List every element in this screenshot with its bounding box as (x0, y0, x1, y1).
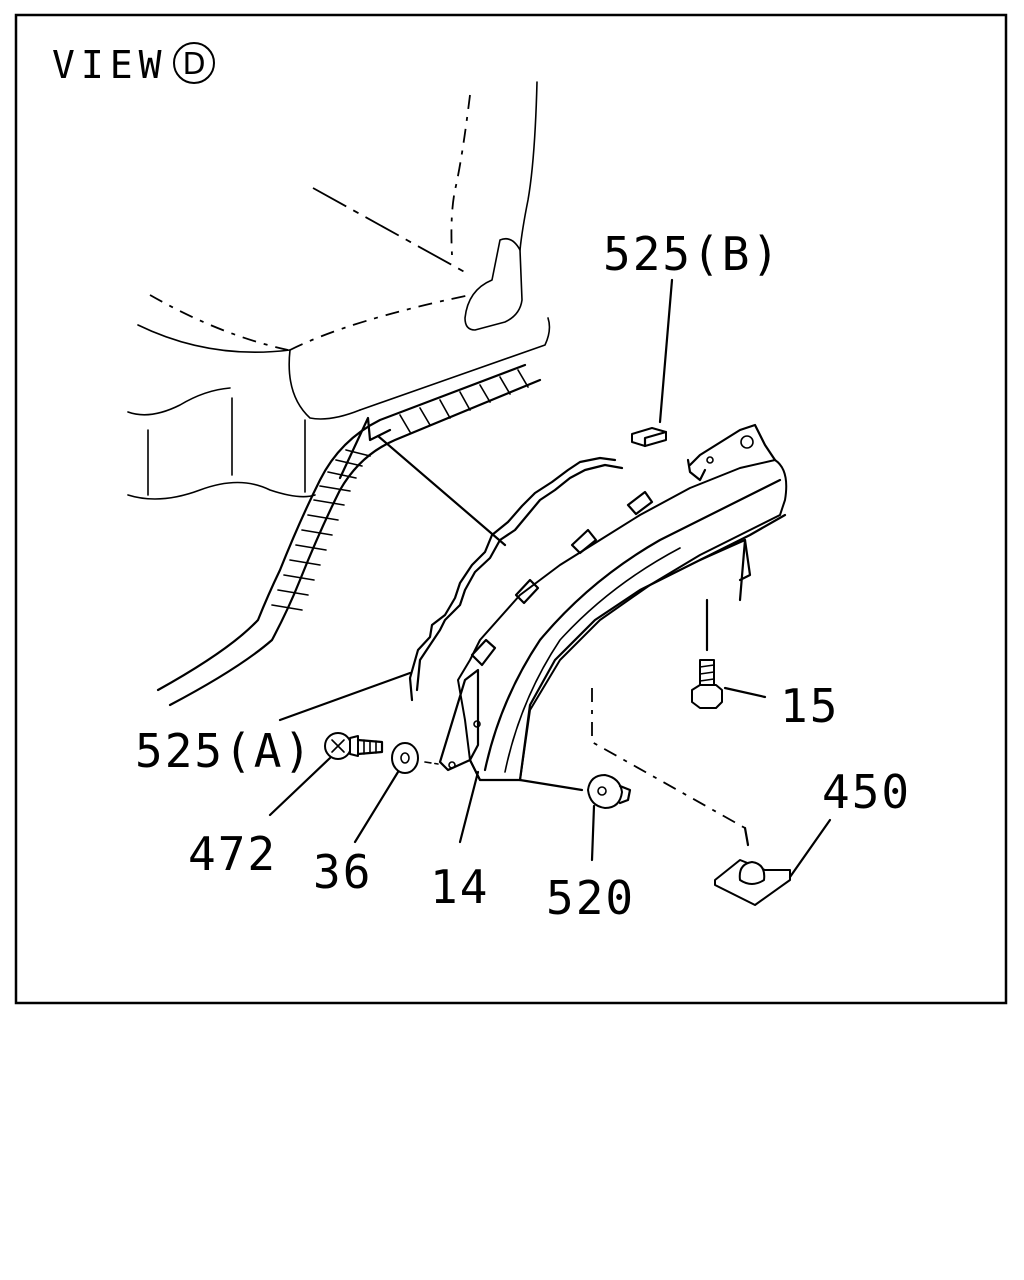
seat-outline (127, 81, 551, 500)
washer-36 (353, 742, 439, 844)
callout-450: 450 (822, 765, 911, 819)
callout-520: 520 (546, 871, 635, 925)
floor-hatch-strip (156, 363, 542, 707)
clip-450 (591, 688, 832, 906)
callout-14: 14 (430, 860, 489, 914)
callout-525b: 525(B) (603, 227, 781, 281)
bolt-15 (691, 598, 767, 709)
callout-15: 15 (780, 679, 839, 733)
callout-472: 472 (188, 827, 277, 881)
trim-panel-14 (438, 423, 788, 782)
pad-525b (631, 278, 674, 448)
diagram-frame (14, 13, 1008, 1005)
clip-520 (518, 774, 632, 862)
view-marker-circle (173, 42, 215, 84)
view-marker: D (182, 47, 205, 82)
callout-36: 36 (313, 845, 372, 899)
view-leader (376, 434, 507, 547)
screw-472 (268, 732, 384, 817)
view-label: VIEW (52, 43, 168, 87)
leader-525a (278, 671, 412, 722)
callout-525a: 525(A) (135, 724, 313, 778)
leader-14 (458, 770, 480, 844)
tape-525a (408, 456, 624, 702)
